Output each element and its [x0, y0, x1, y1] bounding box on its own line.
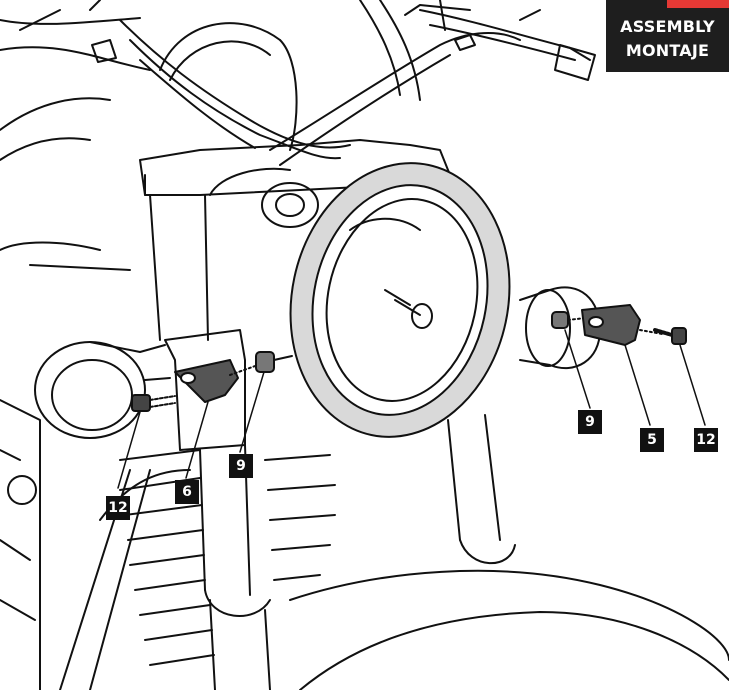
header-line-spanish: MONTAJE: [625, 41, 710, 60]
callout-right-bracket: 5: [640, 428, 664, 452]
callout-right-screw: 12: [694, 428, 718, 452]
accent-stripe: [667, 0, 729, 8]
right-turn-signal: [519, 286, 601, 370]
left-turn-signal: [34, 341, 171, 439]
callout-left-spacer: 9: [229, 454, 253, 478]
callout-left-screw: 12: [106, 496, 130, 520]
left-fork: [149, 194, 271, 690]
triple-tree: [139, 139, 451, 228]
handlebar-and-cables: [0, 0, 596, 166]
headlight: [289, 162, 511, 438]
right-fork: [447, 414, 516, 565]
left-body-lines: [0, 97, 131, 690]
left-hardware: [131, 351, 293, 412]
front-fender: [289, 569, 729, 690]
callout-leaders: [117, 329, 706, 489]
callout-right-spacer: 9: [578, 410, 602, 434]
callout-left-bracket: 6: [175, 480, 199, 504]
instrument-pod: [159, 0, 421, 151]
header-line-english: ASSEMBLY: [620, 17, 715, 36]
right-hardware: [551, 304, 687, 346]
assembly-header-tag: ASSEMBLY MONTAJE: [606, 0, 729, 72]
